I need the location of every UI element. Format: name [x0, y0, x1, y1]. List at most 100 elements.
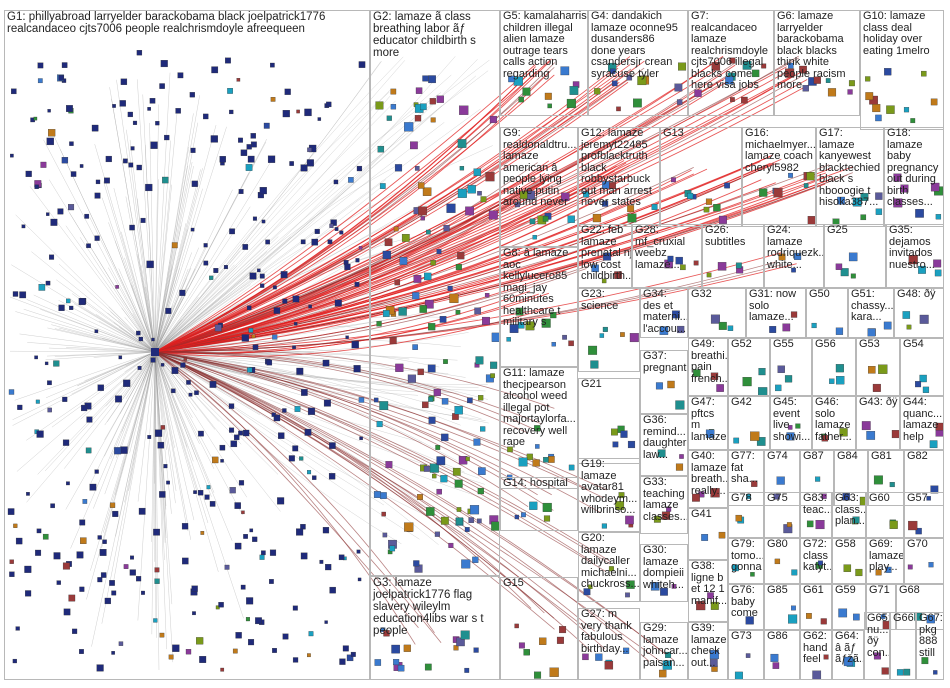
- graph-node[interactable]: [66, 105, 73, 112]
- graph-node[interactable]: [473, 438, 481, 446]
- graph-node[interactable]: [230, 440, 238, 448]
- graph-node[interactable]: [733, 437, 740, 444]
- graph-node[interactable]: [806, 172, 815, 181]
- graph-node[interactable]: [428, 396, 434, 402]
- graph-node[interactable]: [660, 587, 668, 596]
- graph-node[interactable]: [11, 88, 17, 95]
- graph-node[interactable]: [661, 511, 671, 520]
- graph-node[interactable]: [774, 558, 781, 565]
- graph-node[interactable]: [529, 501, 538, 510]
- graph-node[interactable]: [389, 545, 396, 552]
- graph-node[interactable]: [650, 582, 660, 591]
- graph-node[interactable]: [910, 118, 916, 124]
- graph-node[interactable]: [399, 257, 408, 265]
- graph-node[interactable]: [209, 501, 216, 507]
- graph-node[interactable]: [693, 260, 699, 266]
- graph-node[interactable]: [136, 164, 142, 171]
- graph-node[interactable]: [795, 423, 801, 429]
- graph-node[interactable]: [282, 633, 289, 640]
- graph-node[interactable]: [865, 76, 871, 82]
- graph-node[interactable]: [889, 520, 898, 529]
- graph-node[interactable]: [293, 322, 298, 326]
- graph-node[interactable]: [154, 567, 160, 573]
- graph-node[interactable]: [418, 206, 427, 216]
- graph-node[interactable]: [529, 218, 536, 225]
- graph-node[interactable]: [53, 552, 61, 560]
- graph-node[interactable]: [455, 517, 464, 525]
- graph-node[interactable]: [742, 377, 752, 387]
- graph-node[interactable]: [280, 271, 288, 279]
- graph-node[interactable]: [620, 430, 628, 438]
- graph-node[interactable]: [393, 659, 400, 666]
- graph-node[interactable]: [150, 357, 156, 363]
- graph-node[interactable]: [229, 427, 235, 433]
- graph-node[interactable]: [750, 572, 755, 577]
- graph-node[interactable]: [128, 162, 134, 168]
- graph-node[interactable]: [710, 601, 719, 610]
- graph-node[interactable]: [626, 74, 633, 81]
- graph-node[interactable]: [583, 588, 591, 596]
- graph-node[interactable]: [94, 469, 99, 474]
- graph-node[interactable]: [191, 180, 198, 187]
- graph-node[interactable]: [344, 263, 351, 271]
- graph-node[interactable]: [234, 542, 242, 550]
- graph-node[interactable]: [394, 164, 403, 172]
- graph-node[interactable]: [806, 613, 812, 619]
- graph-node[interactable]: [234, 434, 240, 441]
- graph-node[interactable]: [48, 129, 56, 137]
- graph-node[interactable]: [47, 380, 52, 386]
- graph-node[interactable]: [301, 389, 308, 396]
- graph-node[interactable]: [903, 668, 911, 676]
- graph-node[interactable]: [935, 214, 942, 220]
- graph-node[interactable]: [37, 62, 44, 69]
- graph-node[interactable]: [307, 470, 312, 475]
- graph-node[interactable]: [746, 493, 752, 499]
- graph-node[interactable]: [751, 480, 758, 487]
- graph-node[interactable]: [229, 487, 236, 494]
- graph-node[interactable]: [417, 368, 424, 376]
- graph-node[interactable]: [542, 502, 552, 512]
- graph-node[interactable]: [19, 291, 27, 299]
- graph-node[interactable]: [710, 372, 719, 380]
- graph-node[interactable]: [515, 307, 524, 316]
- graph-node[interactable]: [330, 219, 337, 226]
- graph-node[interactable]: [96, 664, 104, 672]
- graph-node[interactable]: [292, 657, 299, 663]
- graph-node[interactable]: [620, 332, 625, 337]
- graph-node[interactable]: [440, 475, 448, 483]
- graph-node[interactable]: [926, 614, 935, 624]
- graph-node[interactable]: [761, 63, 767, 69]
- graph-node[interactable]: [823, 654, 829, 660]
- graph-node[interactable]: [66, 298, 71, 304]
- graph-node[interactable]: [878, 364, 888, 374]
- graph-node[interactable]: [786, 522, 792, 528]
- graph-node[interactable]: [181, 523, 189, 530]
- graph-node[interactable]: [15, 626, 20, 631]
- graph-node[interactable]: [477, 487, 484, 495]
- graph-node[interactable]: [154, 578, 160, 584]
- graph-node[interactable]: [601, 523, 607, 529]
- graph-node[interactable]: [12, 658, 17, 664]
- graph-node[interactable]: [104, 597, 111, 605]
- graph-node[interactable]: [238, 430, 243, 436]
- graph-node[interactable]: [785, 68, 795, 78]
- graph-node[interactable]: [543, 515, 551, 522]
- graph-node[interactable]: [377, 145, 385, 153]
- graph-node[interactable]: [629, 333, 639, 343]
- graph-node[interactable]: [933, 670, 938, 675]
- graph-node[interactable]: [278, 432, 285, 439]
- graph-node[interactable]: [94, 192, 101, 199]
- graph-node[interactable]: [443, 225, 450, 232]
- graph-node[interactable]: [353, 365, 361, 373]
- graph-node[interactable]: [821, 493, 827, 499]
- graph-node[interactable]: [180, 362, 186, 368]
- graph-node[interactable]: [282, 408, 287, 413]
- graph-node[interactable]: [45, 280, 51, 286]
- graph-node[interactable]: [473, 647, 479, 653]
- graph-node[interactable]: [675, 463, 684, 471]
- graph-node[interactable]: [679, 454, 684, 459]
- graph-node[interactable]: [710, 314, 720, 324]
- graph-node[interactable]: [850, 273, 856, 279]
- graph-node[interactable]: [769, 326, 777, 333]
- graph-node[interactable]: [210, 135, 218, 143]
